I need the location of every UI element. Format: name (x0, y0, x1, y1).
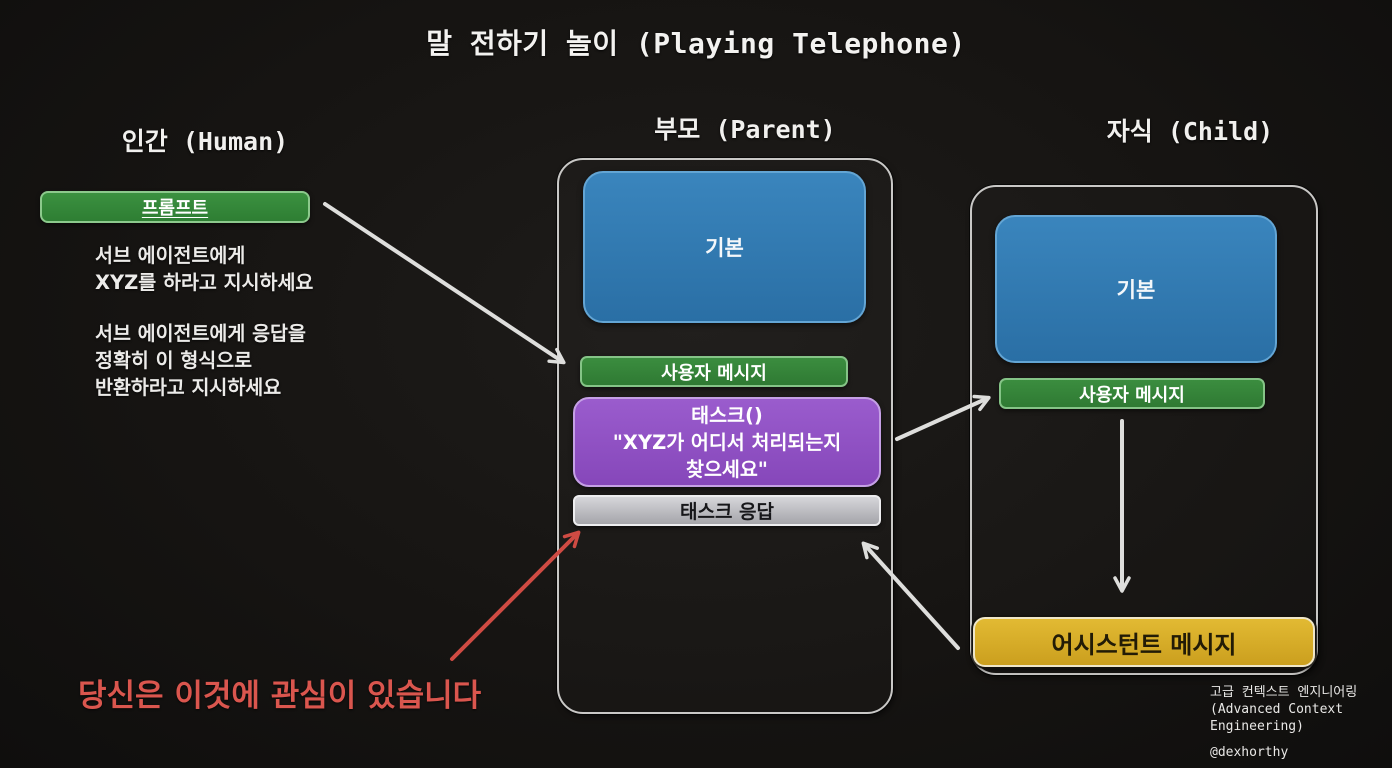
column-header-parent: 부모 (Parent) (654, 115, 836, 144)
credit-text: 고급 컨텍스트 엔지니어링 (Advanced Context Engineer… (1210, 685, 1358, 734)
instruction-text-2: 서브 에이전트에게 응답을 정확히 이 형식으로 반환하라고 지시하세요 (95, 322, 306, 399)
instruction-text-1: 서브 에이전트에게 XYZ를 하라고 지시하세요 (95, 244, 314, 294)
parent-task-response-box: 태스크 응답 (573, 495, 881, 526)
parent-base-label: 기본 (705, 236, 744, 260)
credit-handle: @dexhorthy (1210, 745, 1289, 760)
column-header-human: 인간 (Human) (121, 127, 289, 156)
child-assistant-message-label: 어시스턴트 메시지 (1051, 630, 1237, 659)
diagram-title: 말 전하기 놀이 (Playing Telephone) (426, 27, 966, 60)
parent-user-message-label: 사용자 메시지 (661, 362, 767, 384)
parent-task-response-label: 태스크 응답 (679, 501, 774, 523)
child-user-message-box: 사용자 메시지 (999, 378, 1265, 409)
child-assistant-message-box: 어시스턴트 메시지 (973, 617, 1315, 667)
prompt-box: 프롬프트 (40, 191, 310, 223)
parent-base-context-box: 기본 (583, 171, 866, 323)
parent-agent-container (557, 158, 893, 714)
column-header-child: 자식 (Child) (1106, 117, 1274, 146)
attention-callout-text: 당신은 이것에 관심이 있습니다 (78, 678, 482, 714)
child-base-context-box: 기본 (995, 215, 1277, 363)
child-base-label: 기본 (1116, 278, 1156, 302)
child-user-message-label: 사용자 메시지 (1079, 384, 1185, 406)
parent-task-call-box: 태스크() "XYZ가 어디서 처리되는지 찾으세요" (573, 397, 881, 487)
prompt-label: 프롬프트 (141, 198, 209, 219)
parent-user-message-box: 사용자 메시지 (580, 356, 848, 387)
